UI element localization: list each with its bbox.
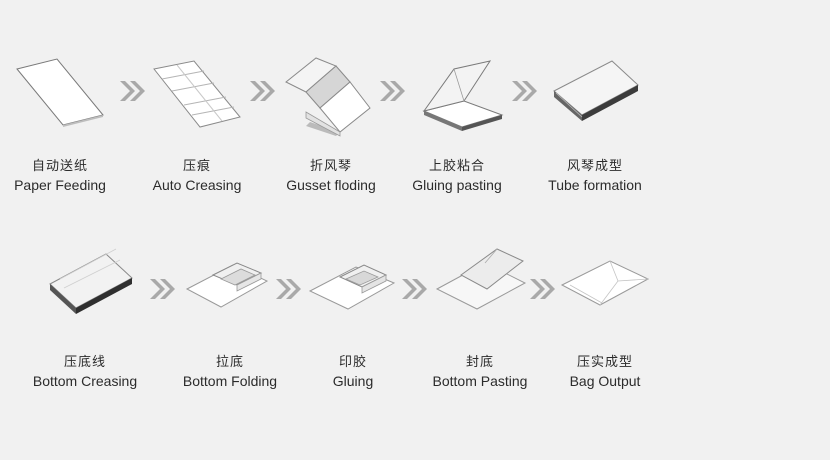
step-label-zh: 上胶粘合 (428, 158, 485, 173)
step-label-zh: 折风琴 (309, 158, 352, 173)
step-label-en: Tube formation (548, 177, 642, 193)
step-label-zh: 拉底 (215, 354, 244, 369)
step-bottom-creasing: 压底线 Bottom Creasing (20, 248, 150, 389)
step-auto-creasing: 压痕 Auto Creasing (132, 55, 262, 193)
step-gusset-folding: 折风琴 Gusset floding (266, 52, 396, 193)
step-label-zh: 压实成型 (576, 354, 633, 369)
arrow-right-icon (530, 279, 555, 299)
arrow-right-icon (150, 279, 175, 299)
step-label-zh: 自动送纸 (31, 158, 88, 173)
arrow-right-icon (402, 279, 427, 299)
step-bottom-folding: 拉底 Bottom Folding (165, 255, 295, 389)
gluing-illustration (308, 264, 396, 310)
step-paper-feeding: 自动送纸 Paper Feeding (0, 55, 125, 193)
arrow-right-icon (120, 81, 145, 101)
arrow-right-icon (380, 81, 405, 101)
step-label-en: Gusset floding (286, 177, 376, 193)
step-label-zh: 风琴成型 (566, 158, 623, 173)
step-label-en: Gluing pasting (412, 177, 502, 193)
bottom-pasting-illustration (435, 248, 527, 310)
step-label-zh: 压痕 (182, 158, 211, 173)
step-label-en: Gluing (332, 373, 374, 389)
step-label-zh: 压底线 (63, 354, 106, 369)
step-bag-output: 压实成型 Bag Output (540, 255, 670, 389)
bottom-folding-illustration (185, 262, 269, 308)
gusset-folding-illustration (285, 57, 371, 137)
auto-creasing-illustration (153, 60, 241, 128)
step-label-en: Bag Output (569, 373, 641, 389)
paper-feeding-illustration (16, 58, 104, 127)
step-gluing-pasting: 上胶粘合 Gluing pasting (392, 55, 522, 193)
step-gluing: 印胶 Gluing (288, 255, 418, 389)
step-label-zh: 印胶 (338, 354, 367, 369)
gluing-pasting-illustration (422, 60, 504, 131)
step-label-en: Paper Feeding (14, 177, 106, 193)
bag-output-illustration (560, 260, 650, 306)
bottom-creasing-illustration (49, 248, 133, 314)
arrow-right-icon (512, 81, 537, 101)
step-label-en: Bottom Creasing (32, 373, 138, 389)
step-tube-formation: 风琴成型 Tube formation (530, 55, 660, 193)
arrow-right-icon (276, 279, 301, 299)
step-label-en: Bottom Folding (182, 373, 278, 389)
step-label-en: Auto Creasing (152, 177, 242, 193)
arrow-right-icon (250, 81, 275, 101)
step-label-zh: 封底 (465, 354, 494, 369)
step-bottom-pasting: 封底 Bottom Pasting (415, 245, 545, 389)
step-label-en: Bottom Pasting (432, 373, 528, 389)
tube-formation-illustration (553, 60, 639, 121)
